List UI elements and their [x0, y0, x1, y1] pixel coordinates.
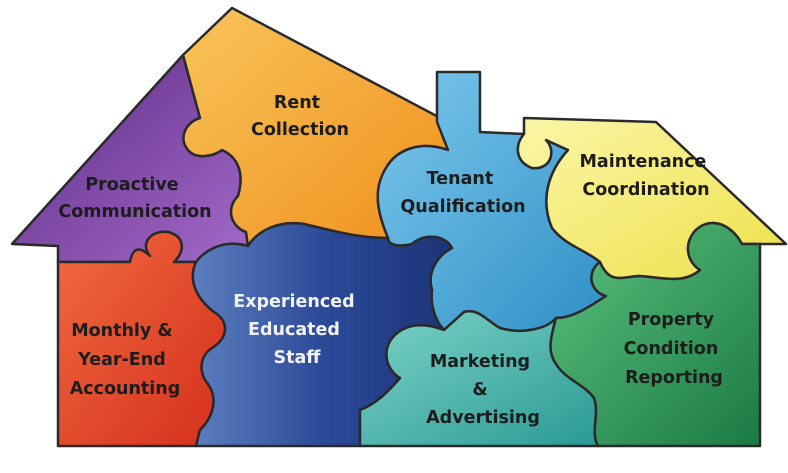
label-line: Proactive: [85, 175, 178, 195]
puzzle-piece-property-condition: [549, 221, 762, 448]
label-line: Year-End: [77, 350, 166, 370]
label-line: Collection: [251, 120, 349, 140]
label-line: Maintenance: [580, 152, 707, 172]
label-line: Staff: [274, 348, 322, 368]
label-line: Accounting: [70, 379, 181, 399]
label-proactive-communication: Proactive Communication: [58, 175, 211, 222]
label-line: Property: [628, 310, 715, 330]
label-line: Marketing: [430, 352, 530, 372]
label-line: Communication: [58, 202, 211, 222]
label-line: Monthly &: [71, 321, 172, 341]
label-property-condition: Property Condition Reporting: [624, 310, 725, 388]
label-experienced-staff: Experienced Educated Staff: [233, 292, 360, 368]
label-monthly-accounting: Monthly & Year-End Accounting: [70, 321, 181, 399]
label-line: Condition: [624, 339, 719, 359]
label-line: Rent: [274, 93, 320, 113]
label-line: Qualification: [400, 197, 525, 217]
label-line: &: [472, 380, 487, 400]
label-tenant-qualification: Tenant Qualification: [400, 169, 525, 217]
label-line: Tenant: [427, 169, 494, 189]
label-line: Experienced: [233, 292, 354, 312]
label-rent-collection: Rent Collection: [251, 93, 349, 140]
label-maintenance-coordination: Maintenance Coordination: [580, 152, 713, 200]
label-line: Advertising: [426, 408, 540, 428]
label-marketing-advertising: Marketing & Advertising: [426, 352, 540, 428]
label-line: Educated: [248, 320, 340, 340]
label-line: Reporting: [625, 368, 723, 388]
label-line: Coordination: [582, 180, 709, 200]
